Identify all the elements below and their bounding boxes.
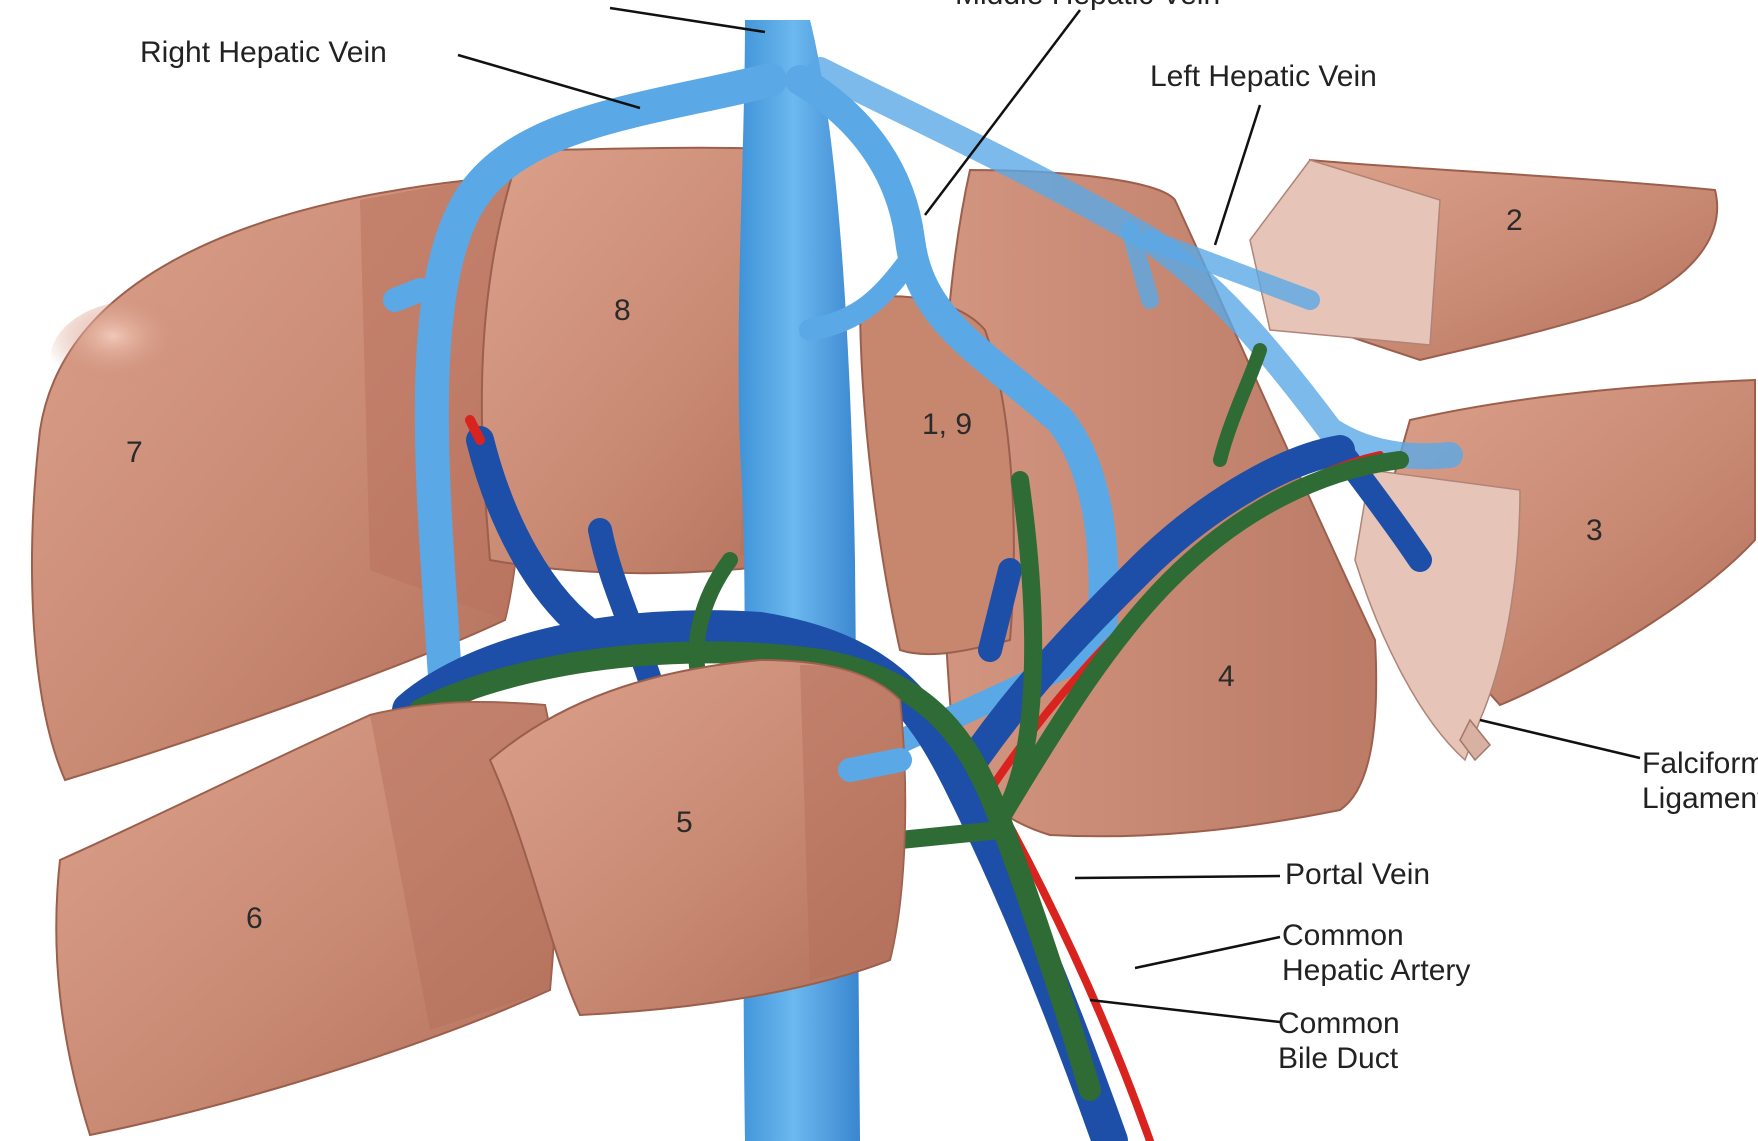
segment-label-5: 5 xyxy=(676,806,693,839)
segment-label-6: 6 xyxy=(246,902,263,935)
label-right-hepatic-vein: Right Hepatic Vein xyxy=(140,36,387,69)
segment-label-4: 4 xyxy=(1218,660,1235,693)
middle-hepatic-vein-tip xyxy=(850,760,900,770)
segment-label-8: 8 xyxy=(614,294,631,327)
label-left-hepatic-vein: Left Hepatic Vein xyxy=(1150,60,1377,93)
label-common-hepatic-artery-line1: Common xyxy=(1282,919,1404,952)
label-falciform-line1: Falciform xyxy=(1642,747,1758,780)
label-common-hepatic-artery-line2: Hepatic Artery xyxy=(1282,954,1470,987)
segment-label-3: 3 xyxy=(1586,514,1603,547)
label-middle-hepatic-vein: Middle Hepatic Vein xyxy=(955,0,1220,11)
segment-label-2: 2 xyxy=(1506,204,1523,237)
segment-6-lobe xyxy=(56,702,557,1135)
label-portal-vein: Portal Vein xyxy=(1285,858,1430,891)
segment-label-7: 7 xyxy=(126,436,143,469)
label-falciform-line2: Ligament xyxy=(1642,782,1758,815)
segment-2-lobe xyxy=(1250,160,1717,360)
segment-label-1-9: 1, 9 xyxy=(922,408,972,441)
label-common-bile-duct-line1: Common xyxy=(1278,1007,1400,1040)
label-common-bile-duct-line2: Bile Duct xyxy=(1278,1042,1399,1075)
